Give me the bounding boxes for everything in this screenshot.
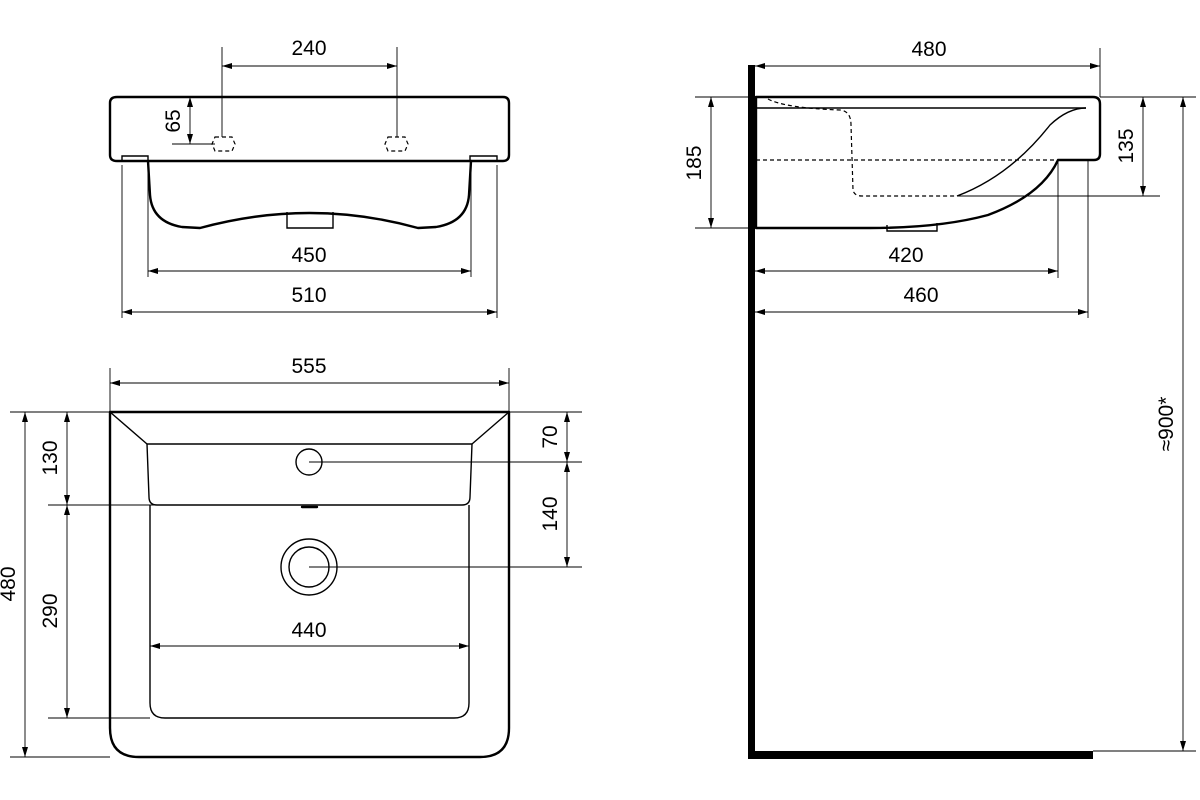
dim-510-label: 510 xyxy=(291,284,326,307)
plan-bowl-outline xyxy=(149,505,470,719)
dim-130-label: 130 xyxy=(39,440,62,475)
side-bowl-dashed xyxy=(767,98,957,197)
dim-70-label: 70 xyxy=(539,425,562,448)
floor-line xyxy=(748,751,1093,759)
side-basin-outline xyxy=(754,95,1102,230)
front-bowl-outline xyxy=(146,159,473,230)
plan-view: 555 130 290 480 440 70 140 xyxy=(0,355,582,759)
dim-480-plan-label: 480 xyxy=(0,566,20,601)
dim-140-label: 140 xyxy=(539,496,562,531)
dim-480-side-label: 480 xyxy=(911,38,946,61)
dim-185-label: 185 xyxy=(683,145,706,180)
dim-460-label: 460 xyxy=(903,284,938,307)
dim-240-label: 240 xyxy=(291,37,326,60)
front-ledge-left xyxy=(121,155,149,161)
dim-555-label: 555 xyxy=(291,355,326,378)
front-drain-stub xyxy=(286,212,334,229)
front-tap-hole-right xyxy=(384,136,409,152)
side-view: 480 185 135 ≈900* 420 460 xyxy=(683,38,1196,759)
dim-420-label: 420 xyxy=(888,244,923,267)
dim-440-label: 440 xyxy=(291,619,326,642)
side-drain-stub xyxy=(886,223,938,232)
front-slab-outline xyxy=(108,95,511,163)
front-tap-hole-left xyxy=(211,136,236,152)
plan-chamfer-left xyxy=(109,411,148,445)
dim-900-label: ≈900* xyxy=(1155,397,1178,452)
dim-290-label: 290 xyxy=(39,593,62,628)
dim-135-label: 135 xyxy=(1115,128,1138,163)
front-ledge-right xyxy=(469,155,498,161)
dim-65-label: 65 xyxy=(162,109,185,132)
side-bowl-inner-curve xyxy=(956,107,1087,197)
plan-chamfer-right xyxy=(471,411,510,445)
front-view: 240 65 450 510 xyxy=(108,37,511,318)
wall-line xyxy=(748,65,755,759)
plan-outer-outline xyxy=(108,410,511,759)
dim-450-label: 450 xyxy=(291,244,326,267)
plan-tap-deck xyxy=(146,443,473,506)
